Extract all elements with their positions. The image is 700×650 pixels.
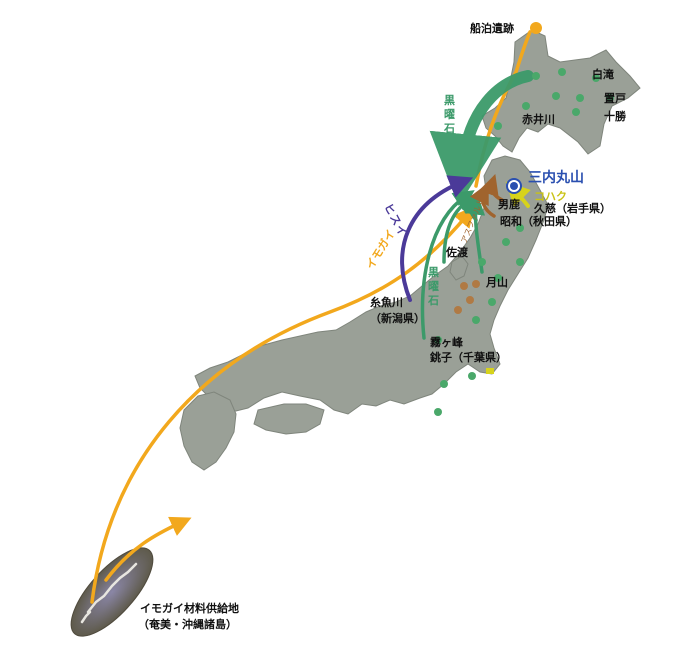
label-sado: 佐渡 <box>445 245 469 259</box>
sannai-maruyama-marker <box>506 178 522 194</box>
label-kirigamine: 霧ヶ峰 <box>430 335 464 349</box>
route-label-kohaku: コハク <box>534 190 567 203</box>
label-choshi: 銚子（千葉県） <box>430 350 507 364</box>
label-itoigawa: 糸魚川 <box>370 295 403 309</box>
site-marker-icon <box>440 380 448 388</box>
site-marker-icon <box>478 258 486 266</box>
label-kuji: 久慈（岩手県） <box>534 201 611 215</box>
svg-text:曜: 曜 <box>428 280 439 293</box>
site-marker-icon <box>468 372 476 380</box>
site-marker-icon <box>434 336 442 344</box>
site-marker-icon <box>502 238 510 246</box>
site-marker-icon <box>576 94 584 102</box>
site-marker-icon <box>606 94 614 102</box>
site-marker-icon <box>516 258 524 266</box>
site-markers <box>434 68 614 416</box>
route-label-imogai: イ モ ガ イ <box>364 227 398 271</box>
imogai-route-branch <box>104 516 192 582</box>
route-label-obsidian-north: 黒 曜 石 <box>443 94 455 135</box>
site-marker-icon <box>488 298 496 306</box>
asphalt-route-oga <box>478 174 504 202</box>
asphalt-site-icon <box>466 296 474 304</box>
shikoku <box>253 403 325 435</box>
site-marker-icon <box>494 274 502 282</box>
obsidian-route-oga <box>467 198 478 222</box>
imogai-route-main <box>90 205 475 604</box>
funadomari-marker <box>530 22 542 34</box>
label-oketo: 置戸 <box>604 92 626 105</box>
label-supply-area-islands: （奄美・沖縄諸島） <box>138 617 237 631</box>
route-label-obsidian-south: 黒 曜 石 <box>427 266 439 307</box>
site-marker-icon <box>522 102 530 110</box>
label-gassan: 月山 <box>485 275 508 289</box>
svg-text:石: 石 <box>443 122 455 135</box>
site-marker-icon <box>494 122 502 130</box>
route-label-hisui: ヒ ス イ <box>381 201 409 238</box>
site-marker-icon <box>592 74 600 82</box>
svg-text:イ: イ <box>393 222 410 238</box>
site-marker-icon <box>552 92 560 100</box>
label-shirataki: 白滝 <box>592 67 614 81</box>
asphalt-markers <box>454 280 480 314</box>
svg-text:曜: 曜 <box>444 108 455 121</box>
label-oga: 男鹿 <box>498 197 520 211</box>
supply-area <box>70 547 154 637</box>
site-marker-icon <box>472 316 480 324</box>
asphalt-site-icon <box>454 306 462 314</box>
label-tokachi: 十勝 <box>604 109 627 123</box>
japan-landmass <box>179 29 641 471</box>
label-akaigawa: 赤井川 <box>522 112 555 126</box>
label-funadomari: 船泊遺跡 <box>470 21 514 35</box>
site-marker-icon <box>516 224 524 232</box>
label-itoigawa-pref: （新潟県） <box>370 311 425 325</box>
kyushu <box>179 391 237 471</box>
svg-text:黒: 黒 <box>428 266 439 279</box>
label-showa: 昭和（秋田県） <box>500 214 577 228</box>
site-marker-icon <box>572 108 580 116</box>
obsidian-route-kirigamine <box>420 190 475 340</box>
site-marker-icon <box>558 68 566 76</box>
svg-text:黒: 黒 <box>444 94 455 107</box>
site-marker-icon <box>434 408 442 416</box>
label-sannai-maruyama: 三内丸山 <box>528 169 584 186</box>
asphalt-site-icon <box>472 280 480 288</box>
hisui-route <box>400 175 474 302</box>
sado-island <box>449 255 469 281</box>
svg-text:ス: ス <box>387 212 404 228</box>
asphalt-site-icon <box>460 282 468 290</box>
site-marker-icon <box>532 72 540 80</box>
obsidian-route-hokkaido <box>429 70 534 206</box>
label-supply-area: イモガイ材料供給地 <box>140 601 239 615</box>
svg-text:石: 石 <box>427 294 439 307</box>
svg-text:ヒ: ヒ <box>381 201 398 217</box>
kohaku-source-choshi <box>486 368 494 374</box>
